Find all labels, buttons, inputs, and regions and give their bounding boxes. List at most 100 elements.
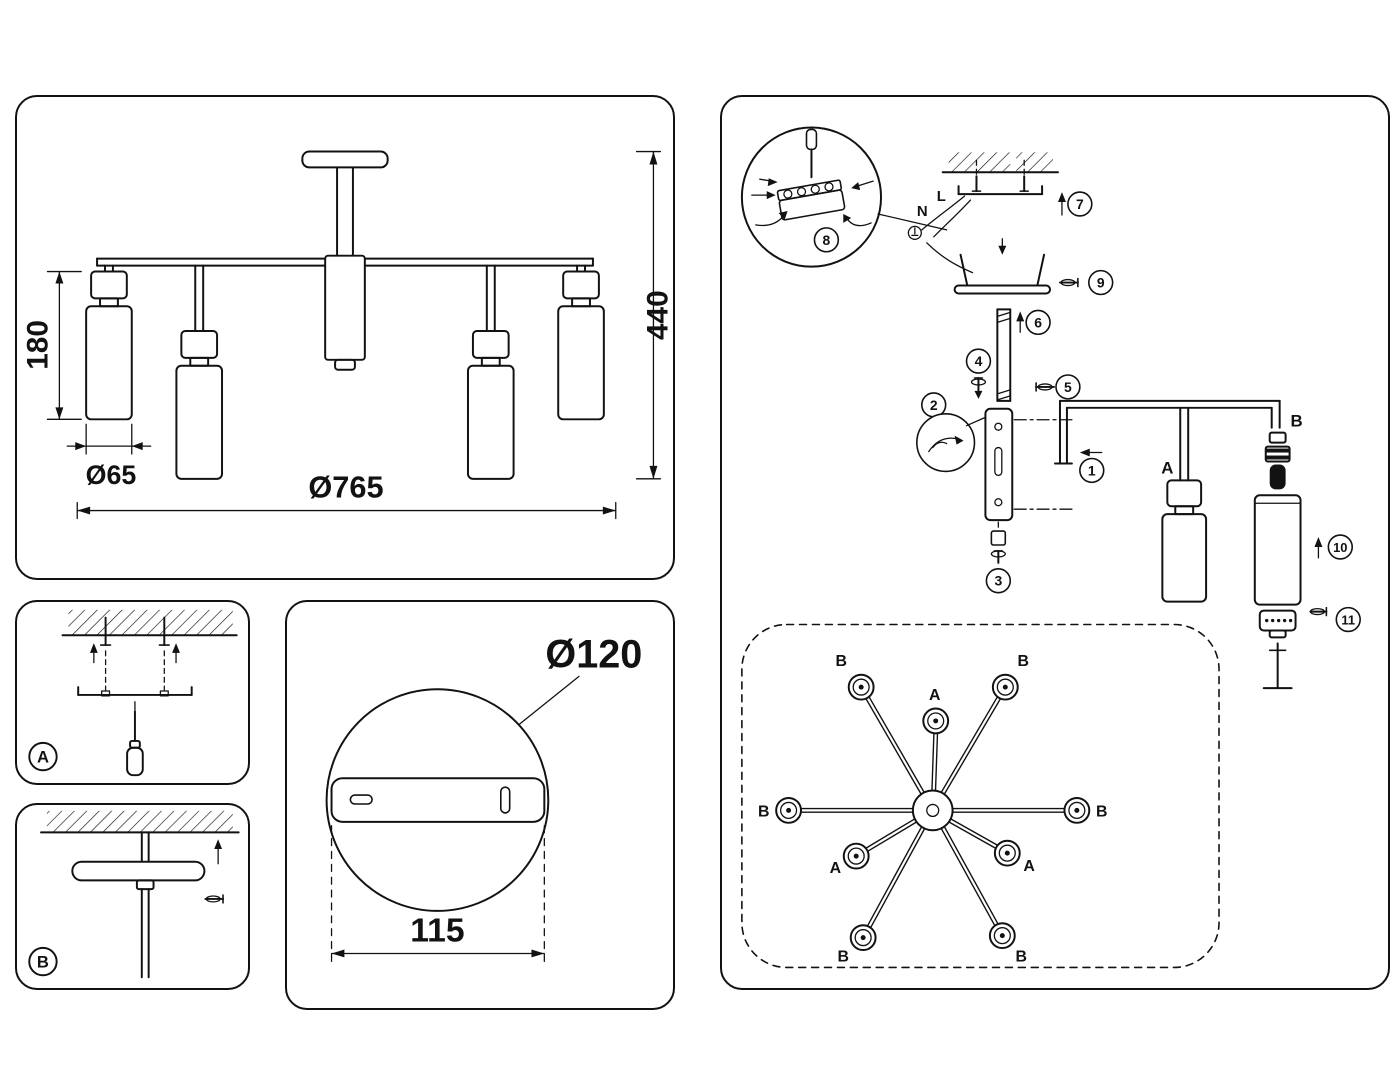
step-6: 6: [1016, 309, 1051, 336]
screwdriver-icon: [805, 128, 818, 179]
detail-a-drawing: A: [28, 609, 238, 777]
screw-icon: [990, 549, 1006, 564]
panel-assembly: 8 7: [720, 95, 1390, 990]
detail-b-label: B: [37, 952, 49, 971]
svg-text:B: B: [838, 948, 849, 965]
plan-labels: B B A B B A A B B: [758, 653, 1107, 965]
slot-right: [499, 786, 511, 814]
hanging-rod: [140, 831, 150, 979]
canopy-cup: [953, 238, 1052, 295]
svg-text:9: 9: [1097, 275, 1105, 291]
screw-icon: [1035, 382, 1055, 392]
dim-label-shade-height: 180: [21, 320, 54, 370]
plan-view: B B A B B A A B B: [741, 623, 1220, 969]
mounting-bracket: [77, 686, 193, 697]
mount-bar: [330, 777, 546, 823]
step-9: 9: [1058, 269, 1114, 296]
ceiling: [61, 609, 238, 637]
svg-text:B: B: [1017, 653, 1028, 670]
anchor-screws: [89, 616, 180, 691]
dimension-canopy-diameter: Ø120: [517, 632, 642, 726]
lamp-inner-right: [466, 264, 515, 480]
svg-text:1: 1: [1088, 462, 1096, 478]
wiring-detail-bubble: [740, 126, 948, 268]
plan-hub: [911, 789, 954, 832]
step-2: 2: [916, 392, 986, 473]
ceiling-canopy: [301, 150, 389, 169]
lamp-outer-right: [557, 264, 605, 421]
svg-text:4: 4: [975, 353, 983, 369]
ground-icon: [907, 225, 922, 240]
svg-text:B: B: [836, 653, 847, 670]
svg-text:8: 8: [823, 232, 831, 248]
dim-label-total-diameter: Ø765: [308, 470, 383, 505]
svg-text:11: 11: [1341, 613, 1355, 628]
finial-pin: [1262, 642, 1293, 690]
lamp-outer-left: [85, 264, 133, 421]
step-3: 3: [985, 521, 1012, 594]
step-11: 11: [1309, 606, 1361, 633]
svg-text:2: 2: [930, 397, 938, 413]
arrow-up-icon: [89, 643, 180, 664]
svg-text:3: 3: [994, 573, 1002, 589]
canopy-disc: [325, 688, 550, 912]
panel-detail-b: B: [15, 803, 250, 990]
hub-plate: [984, 407, 1073, 522]
shade: [1253, 494, 1302, 606]
step-letter-a: A: [28, 741, 58, 772]
svg-text:5: 5: [1064, 379, 1072, 395]
svg-text:B: B: [1096, 803, 1107, 820]
mounting-bracket: [957, 156, 1044, 196]
front-view-drawing: 180 Ø65 Ø765: [21, 150, 673, 520]
plan-lamps: [775, 673, 1091, 952]
hub-finial: [334, 358, 356, 371]
ceiling: [40, 810, 240, 834]
assembly-drawing: 8 7: [740, 126, 1361, 969]
svg-text:A: A: [929, 687, 941, 704]
svg-text:B: B: [758, 803, 769, 820]
svg-text:7: 7: [1076, 196, 1084, 212]
svg-text:6: 6: [1034, 314, 1042, 330]
dim-label-fixture-height: 440: [641, 290, 673, 340]
canopy-drawing: Ø120 115: [325, 632, 642, 967]
detail-b-drawing: B: [28, 810, 240, 979]
lamp-inner-left: [175, 264, 224, 480]
dimension-shade-diameter: Ø65: [66, 423, 152, 490]
panel-front-view: 180 Ø65 Ø765: [15, 95, 675, 580]
terminal-block: [776, 179, 846, 221]
step-1: 1: [1079, 448, 1105, 484]
dim-label-shade-diameter: Ø65: [86, 460, 137, 490]
lamp-b-label: B: [1290, 412, 1302, 431]
arrow-up-icon: [214, 839, 223, 865]
screw-icon: [970, 376, 987, 399]
wire-neutral-label: N: [917, 204, 928, 220]
threaded-rod: [996, 308, 1012, 402]
step-5: 5: [1035, 374, 1081, 400]
dim-label-canopy-diameter: Ø120: [545, 632, 642, 676]
step-8: 8: [813, 227, 840, 253]
slot-left: [349, 794, 373, 805]
dimension-fixture-height: 440: [635, 150, 673, 480]
dimension-mount-spacing: 115: [330, 825, 545, 967]
lamp-a-label: A: [1161, 458, 1173, 477]
lamp-b-exploded: B: [1253, 412, 1303, 690]
screw-icon: [204, 894, 224, 904]
wire-arrows: [751, 178, 874, 227]
ceiling: [941, 152, 1059, 174]
screw-icon: [1309, 606, 1328, 617]
dimension-shade-height: 180: [21, 270, 82, 420]
svg-text:A: A: [830, 860, 842, 877]
detail-a-label: A: [37, 747, 49, 766]
panel-canopy-view: Ø120 115: [285, 600, 675, 1010]
canopy-plate: [71, 860, 206, 891]
step-letter-b: B: [28, 946, 58, 977]
dimension-total-diameter: Ø765: [76, 470, 617, 520]
arm-assembly: [1054, 399, 1281, 482]
svg-text:10: 10: [1333, 540, 1347, 555]
dim-label-mount-spacing: 115: [410, 913, 464, 950]
wire-live-label: L: [937, 189, 946, 205]
lamp-a: A: [1161, 458, 1208, 603]
svg-text:A: A: [1023, 858, 1035, 875]
supply-wires: L N: [907, 189, 974, 274]
